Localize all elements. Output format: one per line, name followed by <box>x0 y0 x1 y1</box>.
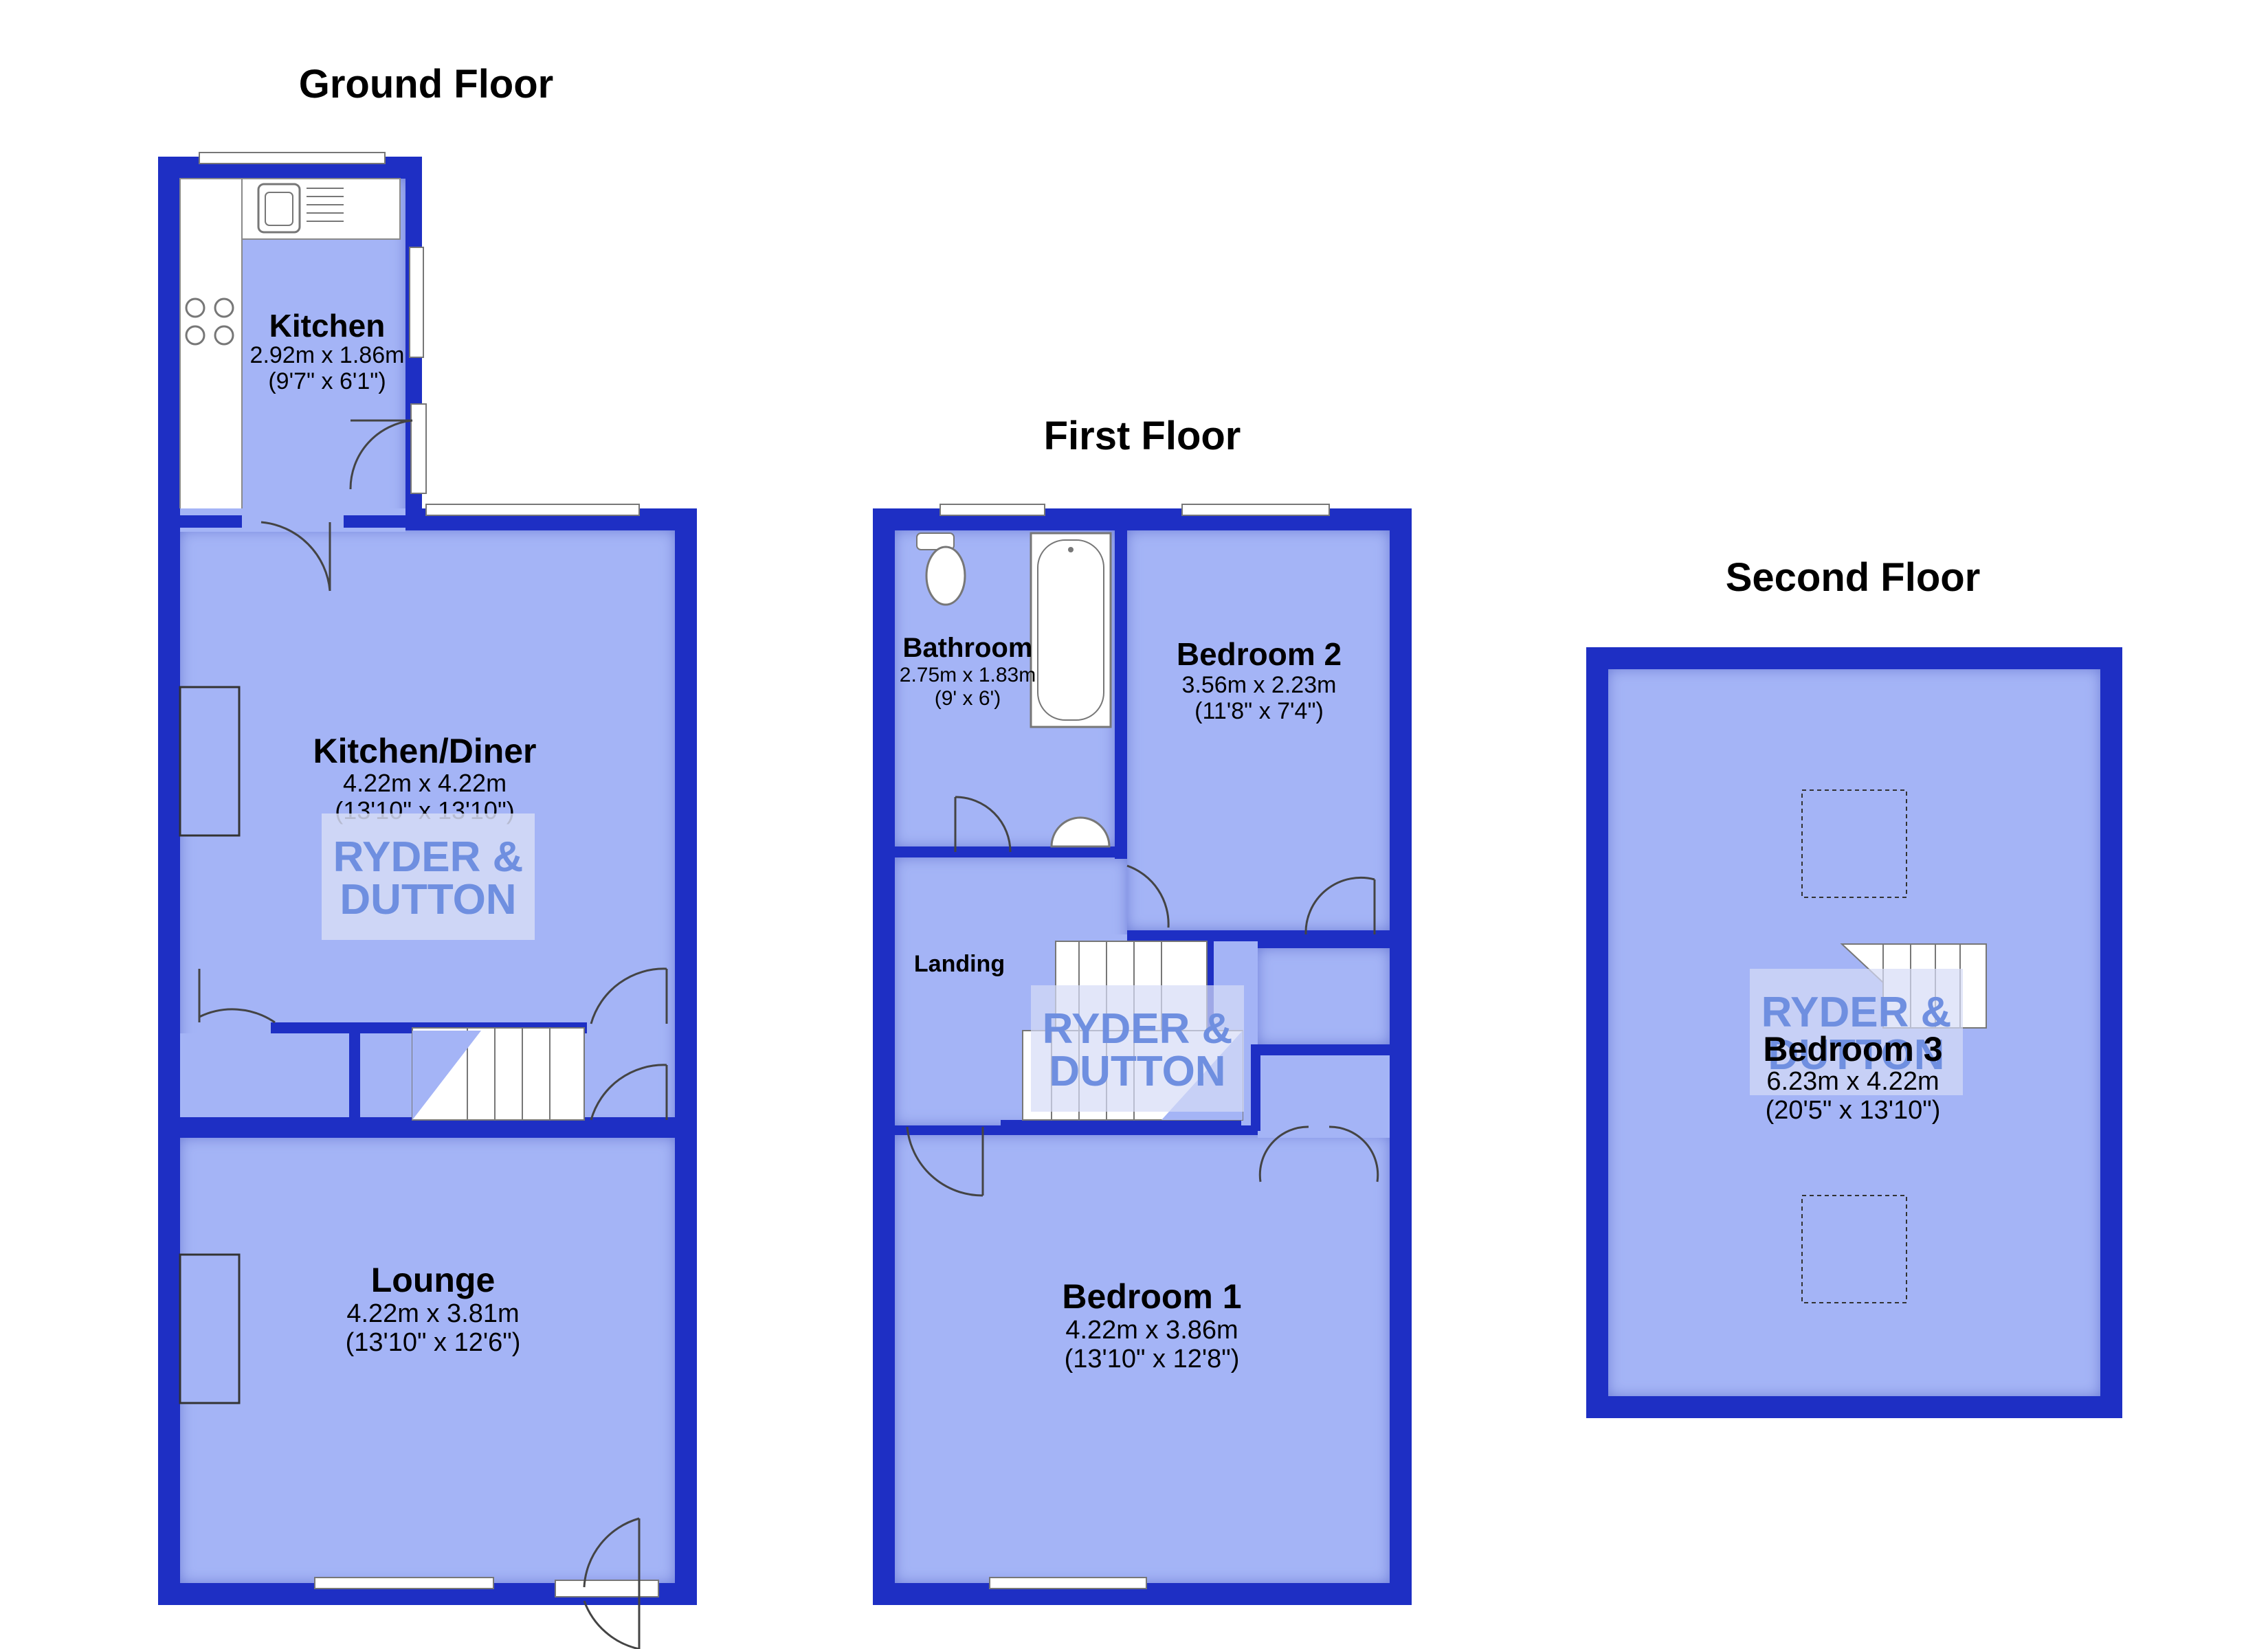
watermark-line2: DUTTON <box>1049 1048 1225 1095</box>
watermark-line2: DUTTON <box>1768 1031 1944 1079</box>
lounge-name: Lounge <box>371 1261 496 1299</box>
door-swing-icon <box>349 403 427 494</box>
kitchen-counter-left <box>179 178 243 523</box>
door-swing-icon <box>1126 864 1170 928</box>
door-swing-icon <box>198 969 276 1024</box>
first-floor: First Floor <box>873 414 1412 1605</box>
watermark: RYDER & DUTTON <box>322 814 535 940</box>
window-icon <box>314 1577 494 1589</box>
basin-icon <box>1050 816 1111 848</box>
bathroom-bedroom2-wall <box>1115 530 1127 859</box>
bedroom3-metric: 6.23m x 4.22m <box>1766 1067 1939 1096</box>
chimney-breast <box>179 686 241 837</box>
bedroom1-name: Bedroom 1 <box>1062 1277 1241 1316</box>
kitchen-name: Kitchen <box>269 308 386 344</box>
bathroom-name: Bathroom <box>903 633 1033 663</box>
first-floor-title: First Floor <box>1044 414 1241 458</box>
door-swing-icon <box>555 1517 659 1649</box>
toilet-icon <box>916 532 966 606</box>
bath-icon <box>1030 532 1112 728</box>
bedroom3-name: Bedroom 3 <box>1763 1030 1942 1068</box>
bathroom-imperial: (9' x 6') <box>935 687 1001 710</box>
bathroom-landing-wall <box>895 846 957 857</box>
kitchen-metric: 2.92m x 1.86m <box>250 342 405 368</box>
watermark: RYDER & DUTTON <box>1031 985 1244 1112</box>
cupboard-floor <box>1258 948 1390 1044</box>
chimney-breast <box>179 1253 241 1404</box>
kitchen-opening-wall-left <box>180 515 242 528</box>
kitchen-diner-name: Kitchen/Diner <box>313 732 536 770</box>
watermark-line1: RYDER & <box>1761 989 1952 1036</box>
lounge-metric: 4.22m x 3.81m <box>346 1299 519 1328</box>
lounge-floor <box>180 1138 675 1583</box>
hob-icon <box>185 298 234 346</box>
bedroom3-imperial: (20'5" x 13'10") <box>1766 1096 1941 1125</box>
window-icon <box>199 152 386 164</box>
bedroom1-imperial: (13'10" x 12'8") <box>1065 1345 1240 1373</box>
kitchen-diner-metric: 4.22m x 4.22m <box>343 769 507 797</box>
door-swing-icon <box>590 967 668 1024</box>
watermark: RYDER & DUTTON <box>1750 969 1963 1095</box>
door-swing-icon <box>1258 1125 1379 1182</box>
ground-floor: Ground Floor <box>158 62 697 1649</box>
staircase-icon <box>412 1027 585 1121</box>
bedroom1-floor <box>895 1135 1390 1583</box>
bathroom-landing-wall <box>1031 846 1127 857</box>
bedroom2-imperial: (11'8" x 7'4") <box>1194 698 1324 724</box>
bedroom1-metric: 4.22m x 3.86m <box>1065 1316 1238 1345</box>
window-icon <box>940 504 1045 516</box>
cupboard-area <box>180 1033 349 1117</box>
bedroom2-metric: 3.56m x 2.23m <box>1182 672 1337 698</box>
door-swing-icon <box>1304 876 1376 935</box>
bedroom2-floor <box>1127 530 1390 930</box>
bedroom1-landing-wall <box>1001 1120 1241 1132</box>
landing-name: Landing <box>914 951 1005 977</box>
bedroom1-cupboard <box>1258 1055 1390 1138</box>
bedroom2-landing-wall <box>1127 930 1292 941</box>
ground-floor-title: Ground Floor <box>299 62 554 106</box>
watermark-line2: DUTTON <box>340 876 516 923</box>
cupboard-wall <box>1251 1044 1390 1055</box>
watermark-line1: RYDER & <box>333 833 524 881</box>
kitchen-opening-wall-right <box>344 515 421 528</box>
window-icon <box>1181 504 1330 516</box>
second-floor: Second Floor RYDER & DUTTON Bedroom 3 6.… <box>1586 555 2122 1418</box>
window-icon <box>409 247 424 358</box>
cupboard-wall-mid <box>349 1022 360 1125</box>
cupboard-wall <box>1251 1055 1260 1131</box>
door-swing-icon <box>954 796 1012 853</box>
kitchen-imperial: (9'7" x 6'1") <box>268 368 386 394</box>
window-icon <box>989 1577 1147 1589</box>
watermark-line1: RYDER & <box>1043 1005 1233 1053</box>
door-swing-icon <box>260 521 331 592</box>
door-swing-icon <box>906 1126 984 1197</box>
sink-icon <box>257 183 344 234</box>
second-floor-title: Second Floor <box>1726 555 1981 600</box>
bathroom-metric: 2.75m x 1.83m <box>900 664 1036 686</box>
bedroom2-name: Bedroom 2 <box>1177 636 1342 672</box>
window-icon <box>425 504 640 516</box>
lounge-imperial: (13'10" x 12'6") <box>346 1328 521 1357</box>
door-swing-icon <box>590 1064 668 1121</box>
